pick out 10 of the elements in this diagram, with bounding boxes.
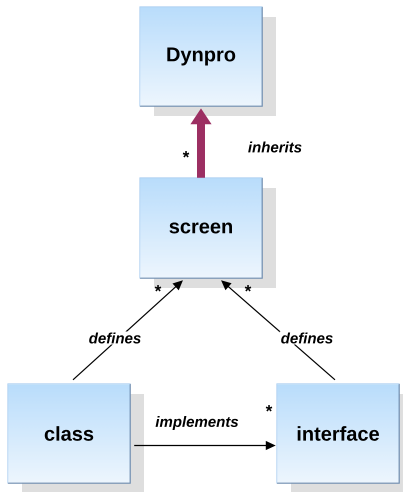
edge-label: implements [156,416,238,430]
multiplicity-label: * [154,285,162,292]
multiplicity-label: * [182,151,190,158]
edge-label: defines [88,331,142,344]
class-box: Dynpro [139,6,276,116]
multiplicity-label: * [244,285,252,292]
edge-label: inherits [248,142,302,152]
class-box: interface [276,383,403,492]
class-box: class [7,383,144,492]
edge-label: defines [280,331,334,344]
